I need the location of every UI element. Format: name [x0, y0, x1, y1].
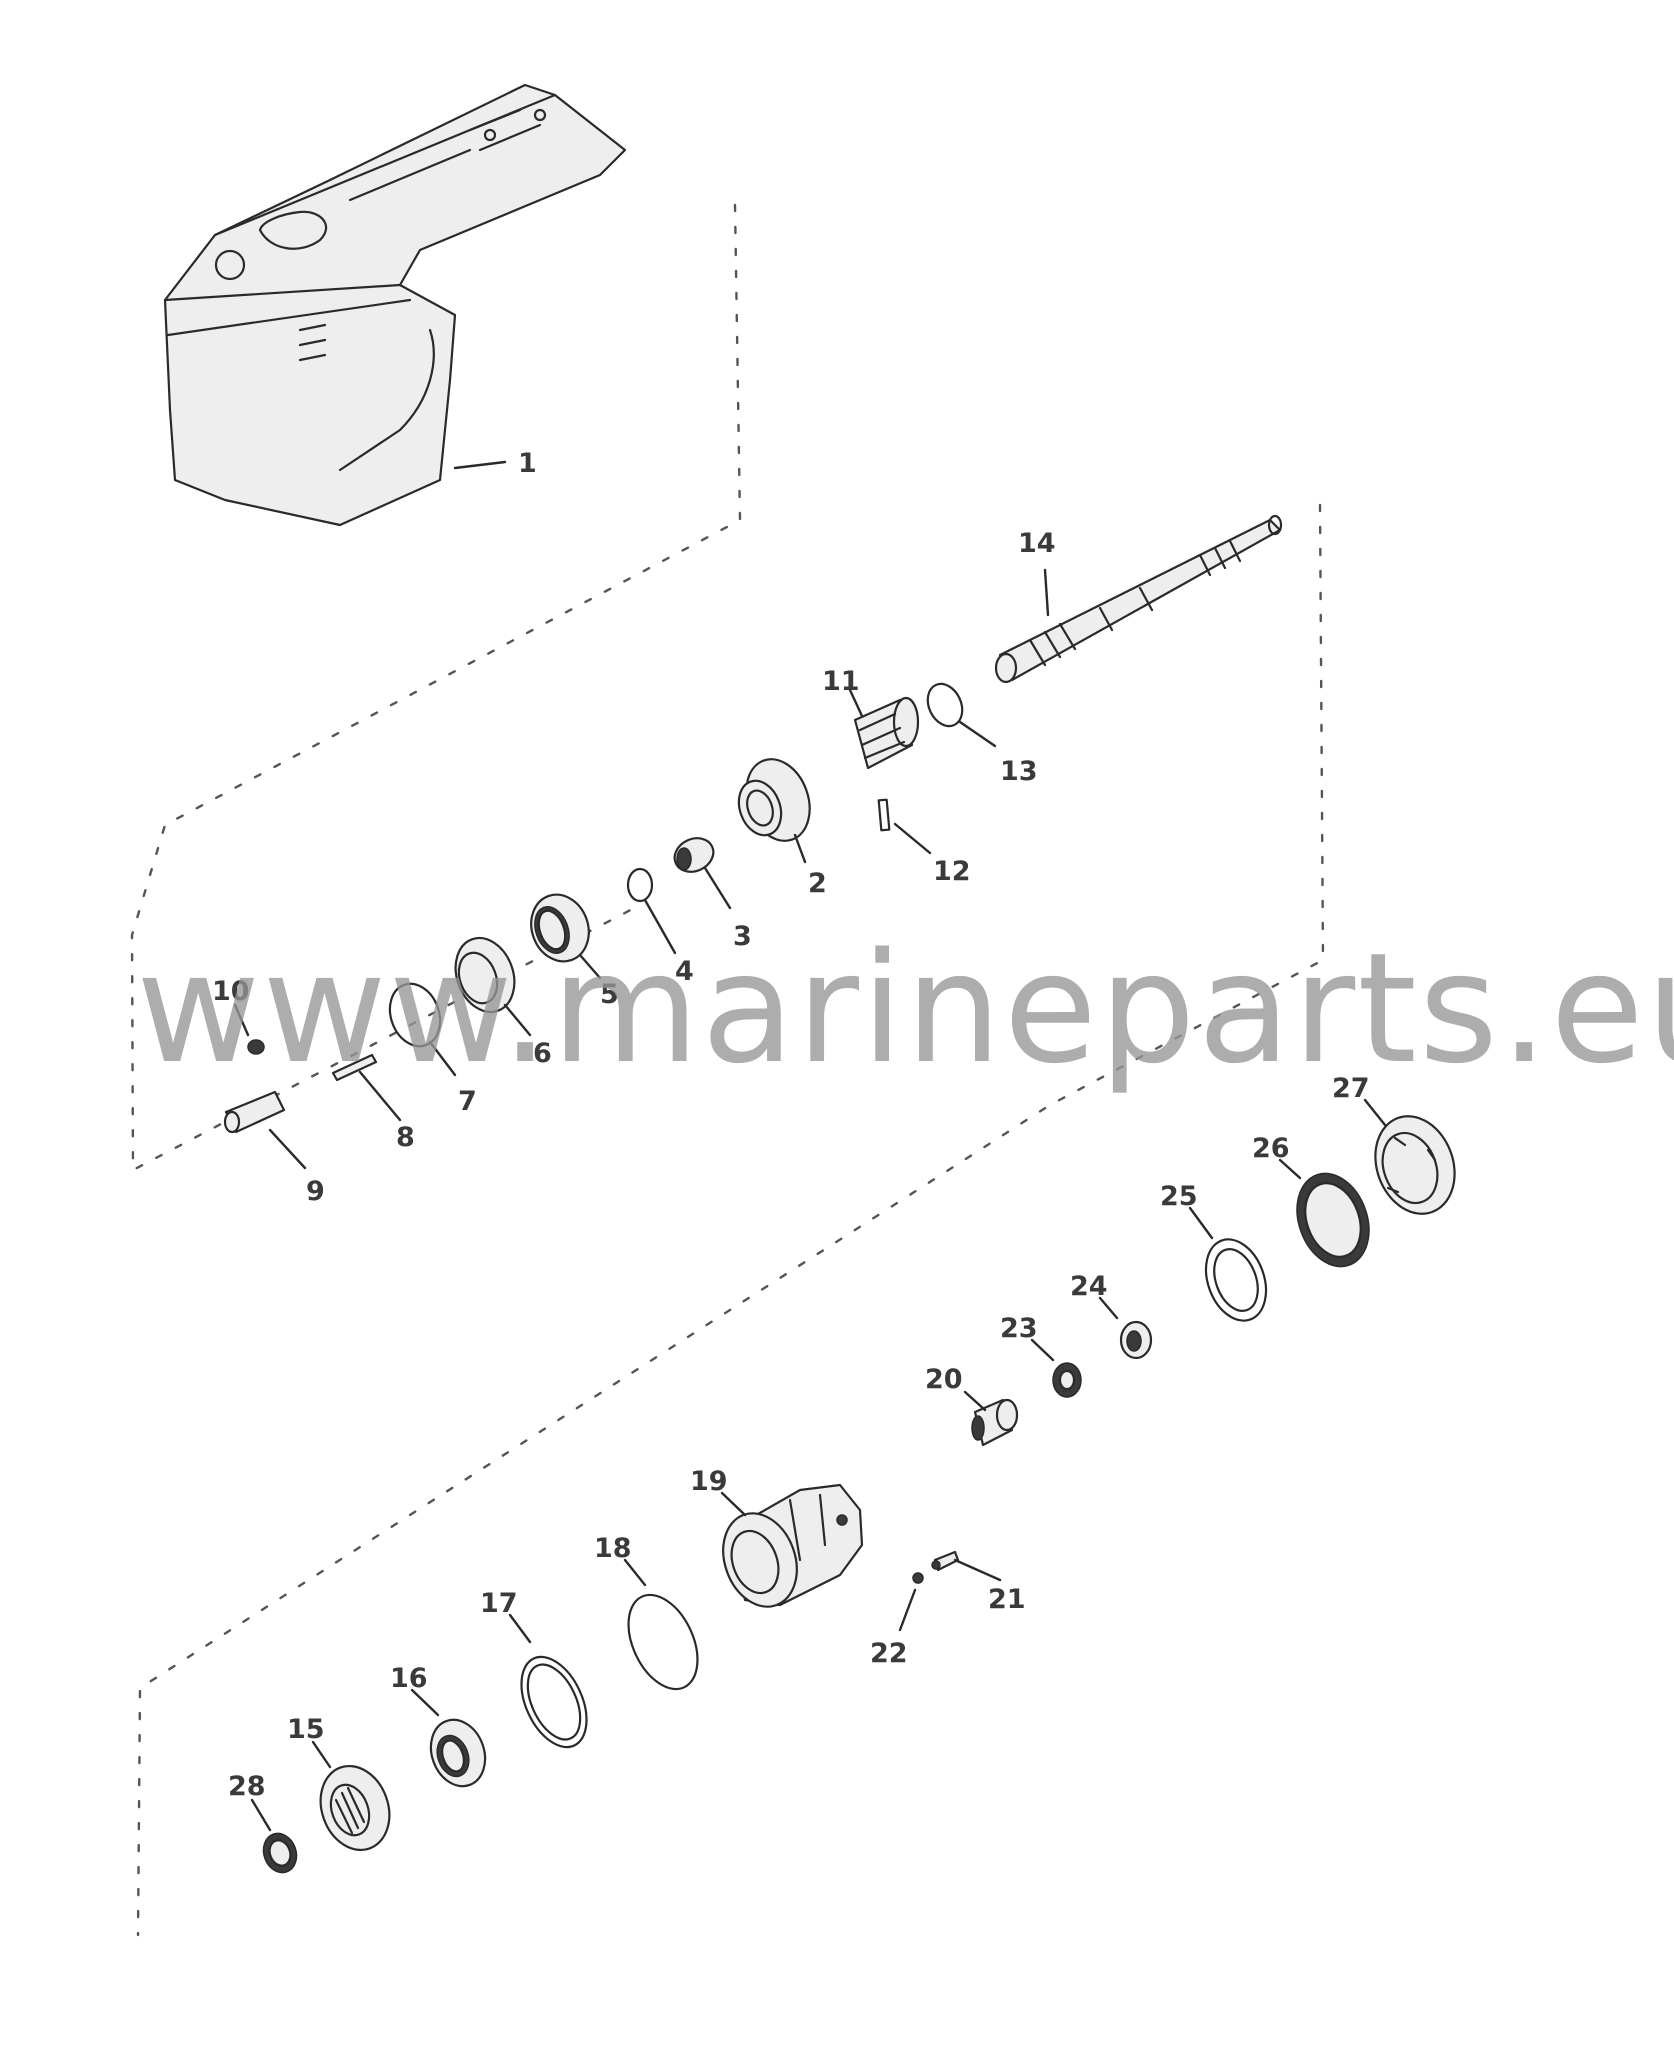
callout-23: 23 [1000, 1313, 1038, 1344]
leader-lines [233, 460, 1387, 1832]
small-part-10 [247, 1039, 265, 1055]
callout-6: 6 [533, 1038, 552, 1069]
callout-19: 19 [690, 1466, 728, 1497]
race-part-6 [454, 936, 516, 1014]
callout-8: 8 [396, 1122, 415, 1153]
callout-24: 24 [1070, 1271, 1108, 1302]
o-ring-part-13 [926, 682, 964, 728]
bearing-cup-part-2 [737, 758, 811, 842]
callout-11: 11 [822, 666, 860, 697]
callout-18: 18 [594, 1533, 632, 1564]
callout-25: 25 [1160, 1181, 1198, 1212]
assembly-dashed-lines [130, 203, 1325, 1937]
callout-2: 2 [808, 868, 827, 899]
callout-13: 13 [1000, 756, 1038, 787]
callout-20: 20 [925, 1364, 963, 1395]
watermark-text: www.marineparts.eu [136, 920, 1674, 1097]
callout-3: 3 [733, 921, 752, 952]
ring-part-7 [388, 982, 442, 1048]
ring-part-4 [626, 867, 654, 903]
gear-housing-part-1 [163, 83, 627, 527]
washer-part-25 [1204, 1238, 1268, 1322]
bearing-part-20 [971, 1398, 1019, 1447]
race-part-5 [530, 893, 590, 963]
retainer-part-27 [1374, 1115, 1456, 1215]
threaded-ring-part-26 [1296, 1172, 1370, 1268]
callout-16: 16 [390, 1663, 428, 1694]
callout-27: 27 [1332, 1073, 1370, 1104]
shaft-part-14 [994, 514, 1283, 684]
callout-7: 7 [458, 1086, 477, 1117]
o-ring-part-18 [627, 1593, 699, 1691]
seal-part-16 [429, 1718, 487, 1788]
callout-14: 14 [1018, 528, 1056, 559]
callout-5: 5 [600, 979, 619, 1010]
ball-part-22 [912, 1572, 924, 1584]
callout-9: 9 [306, 1176, 325, 1207]
o-ring-part-17 [520, 1655, 588, 1749]
cam-follower-part-9 [223, 1090, 286, 1134]
seal-part-28 [262, 1832, 298, 1874]
screw-part-21 [931, 1550, 960, 1572]
callout-15: 15 [287, 1714, 325, 1745]
callout-numbers: 1 14 13 11 12 2 3 4 5 6 7 8 9 10 27 26 2… [212, 448, 1370, 1802]
bearing-part-3 [673, 837, 715, 873]
bearing-carrier-part-19 [722, 1483, 864, 1608]
callout-28: 28 [228, 1771, 266, 1802]
callout-26: 26 [1252, 1133, 1290, 1164]
seal-part-23 [1052, 1362, 1082, 1398]
callout-21: 21 [988, 1584, 1026, 1615]
callout-17: 17 [480, 1588, 518, 1619]
callout-10: 10 [212, 976, 250, 1007]
seal-part-24 [1119, 1320, 1153, 1360]
callout-1: 1 [518, 448, 537, 479]
clutch-part-11 [853, 696, 920, 770]
callout-4: 4 [675, 956, 694, 987]
pin-part-12 [877, 798, 891, 832]
callout-22: 22 [870, 1638, 908, 1669]
callout-12: 12 [933, 856, 971, 887]
bearing-part-15 [319, 1764, 391, 1852]
pin-part-8 [331, 1053, 378, 1082]
